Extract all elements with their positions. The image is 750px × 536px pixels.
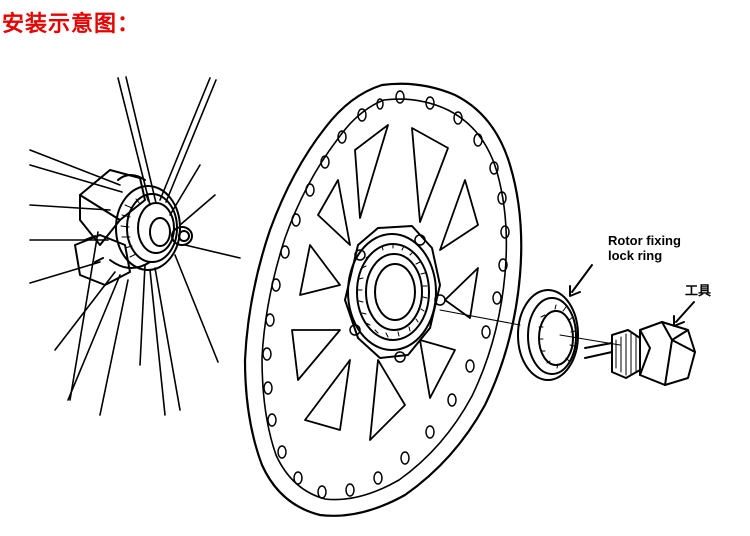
hub-splines: [120, 194, 149, 258]
lock-ring-illustration: [517, 289, 579, 381]
rotor-lock-ring-label-line1: Rotor fixing: [608, 233, 681, 248]
tool-arrow: [673, 301, 695, 327]
rotor-holes: [262, 90, 510, 499]
hub-body: [74, 169, 193, 286]
wheel-spokes: [29, 76, 241, 416]
diagram-title: 安装示意图：: [2, 11, 141, 37]
rotor-inner-track: [261, 98, 508, 501]
flange-bolts: [349, 234, 446, 363]
tool-label: 工具: [685, 284, 712, 299]
rotor-spider-arms: [291, 124, 479, 441]
rotor-center-splines: [357, 243, 428, 338]
rotor-lock-ring-label-line2: lock ring: [608, 248, 663, 263]
assembly-axis-line: [439, 309, 621, 346]
rotor-lock-ring-arrow: [569, 264, 593, 297]
rotor-outer-edge: [243, 82, 523, 517]
brake-rotor-illustration: [243, 82, 523, 517]
rotor-lock-ring-label: Rotor fixing lock ring: [608, 233, 681, 263]
tool-illustration: [584, 321, 696, 386]
wheel-hub-illustration: [29, 76, 241, 416]
